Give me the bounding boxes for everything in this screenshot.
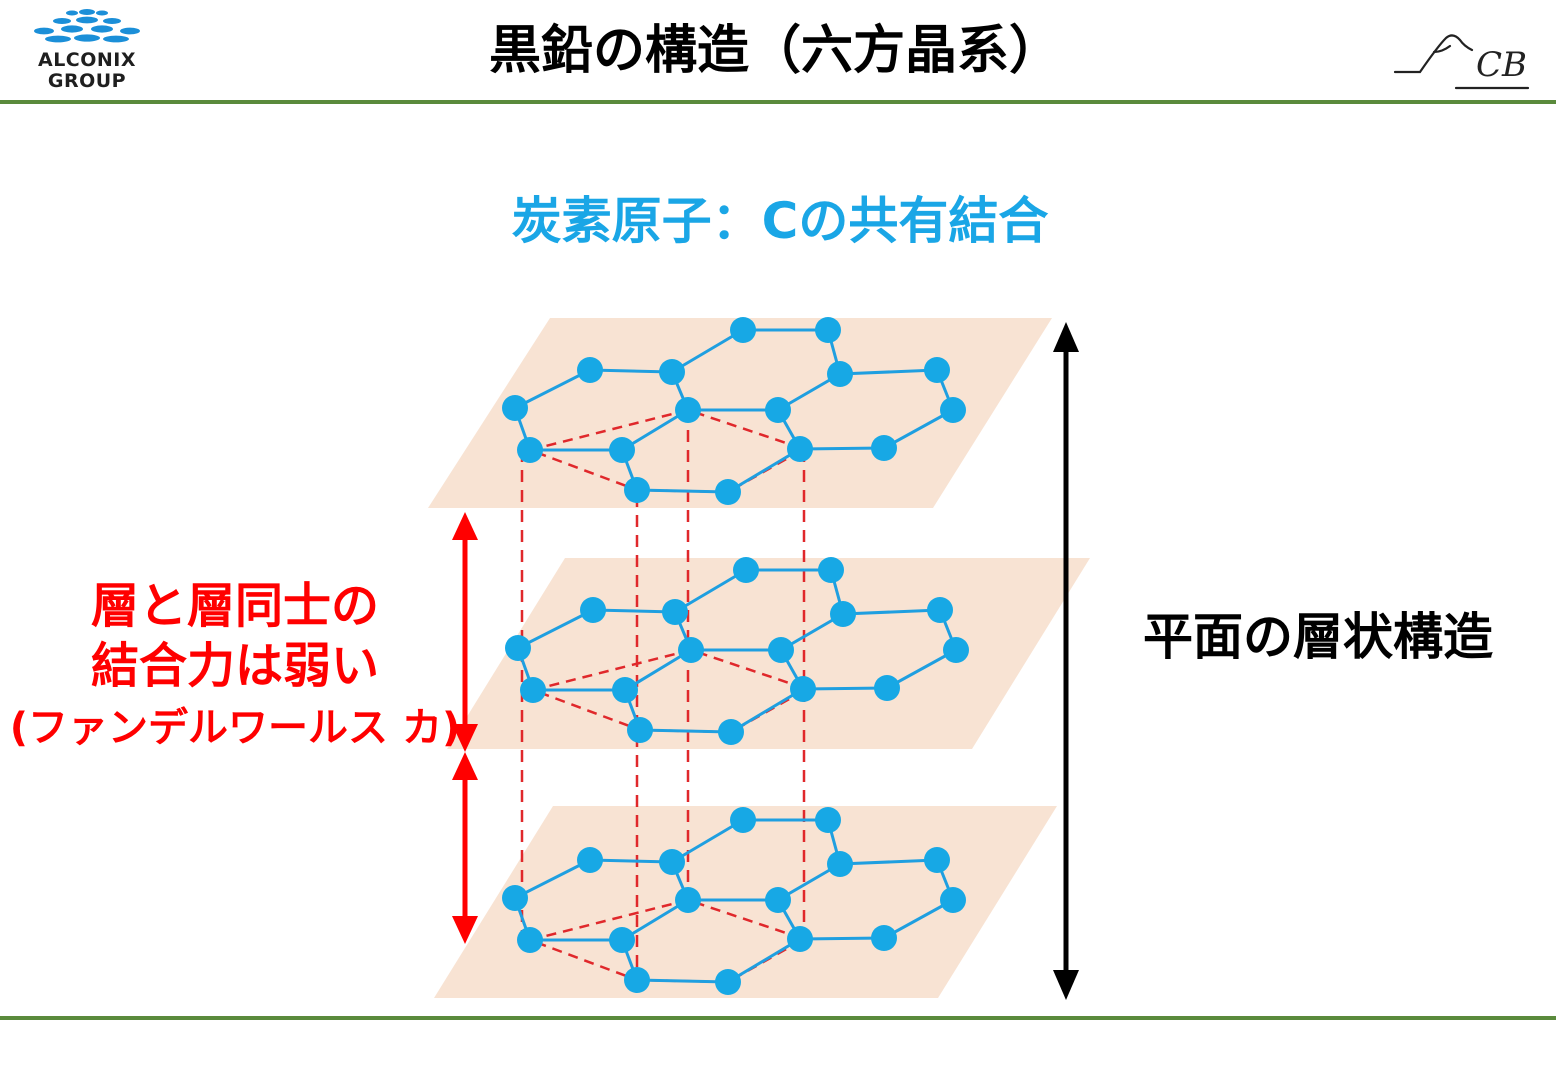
page-title: 黒鉛の構造（六方晶系） [488,21,1061,81]
carbon-atom [505,635,531,661]
carbon-atom [730,807,756,833]
covalent-bond [799,936,885,941]
logo-line2: GROUP [47,70,127,92]
carbon-atom [940,887,966,913]
logo-cb-text: CB [1476,45,1527,85]
carbon-atom [609,437,635,463]
dotted-dome-icon [34,9,140,43]
carbon-atom [765,397,791,423]
footer-divider [0,1016,1556,1020]
carbon-atom [577,357,603,383]
carbon-atom [818,557,844,583]
covalent-bond [517,608,594,650]
carbon-atom [815,807,841,833]
covalent-bond [730,687,804,734]
carbon-atom [790,676,816,702]
total-height-arrow [1053,322,1079,1000]
carbon-atom [768,637,794,663]
cb-mountain-logo: CB [1393,34,1530,90]
carbon-atom [815,317,841,343]
covalent-bond [636,978,729,984]
covalent-bond [589,858,673,864]
covalent-bond [671,328,744,374]
carbon-atom [765,887,791,913]
carbon-atom [627,717,653,743]
carbon-atom [659,359,685,385]
carbon-atom [927,597,953,623]
carbon-atom [787,926,813,952]
carbon-atom [715,969,741,995]
carbon-atom [502,885,528,911]
covalent-bond [799,446,885,451]
covalent-bond [886,648,957,690]
covalent-bond [727,937,801,984]
carbon-atom [943,637,969,663]
carbon-atom [517,927,543,953]
weak-bond-line2: 結合力は弱い [90,638,379,694]
carbon-atom [871,925,897,951]
carbon-atom [577,847,603,873]
logo-line1: ALCONIX [37,49,137,71]
weak-bond-label: 層と層同士の 結合力は弱い (ファンデルワールス カ) [0,576,470,756]
carbon-atom [678,637,704,663]
carbon-atom [517,437,543,463]
carbon-atom [940,397,966,423]
carbon-atom [612,677,638,703]
carbon-atom [718,719,744,745]
carbon-atom [609,927,635,953]
carbon-atom [733,557,759,583]
covalent-bond [592,608,676,614]
carbon-atom [675,887,701,913]
carbon-atom [730,317,756,343]
carbon-atom [502,395,528,421]
carbon-atom [675,397,701,423]
header-divider [0,100,1556,104]
covalent-bond [839,368,938,376]
covalent-bond [727,447,801,494]
carbon-atom [787,436,813,462]
carbon-atom [624,967,650,993]
carbon-atom [827,361,853,387]
logo-text: ALCONIX GROUP [22,50,152,92]
covalent-bond [671,818,744,864]
interlayer-distance-arrow [452,512,478,944]
alconix-logo: ALCONIX GROUP [22,6,152,96]
subtitle: 炭素原子：Cの共有結合 [511,192,1049,250]
covalent-bond [636,488,729,494]
covalent-bond [839,858,938,866]
covalent-bond [589,368,673,374]
carbon-atom [874,675,900,701]
mountain-icon [1393,34,1530,90]
covalent-bond [883,898,954,940]
covalent-bond [639,728,732,734]
carbon-atom [871,435,897,461]
carbon-atom [659,849,685,875]
carbon-atom [520,677,546,703]
covalent-bond [802,686,888,691]
carbon-atom [924,357,950,383]
covalent-bond [514,368,591,410]
covalent-bond [674,568,747,614]
covalent-bond [842,608,941,616]
layer-structure-label: 平面の層状構造 [1143,608,1493,666]
carbon-layer-bottom [502,807,966,995]
weak-bond-line1: 層と層同士の [90,578,379,634]
carbon-atom [830,601,856,627]
carbon-atom [580,597,606,623]
carbon-layer-middle [505,557,969,745]
carbon-atom [827,851,853,877]
carbon-layer-top [502,317,966,505]
carbon-atom [624,477,650,503]
carbon-atom [715,479,741,505]
carbon-atom [924,847,950,873]
weak-bond-line3: (ファンデルワールス カ) [9,705,461,751]
covalent-bond [514,858,591,900]
covalent-bond [883,408,954,450]
carbon-atom [662,599,688,625]
